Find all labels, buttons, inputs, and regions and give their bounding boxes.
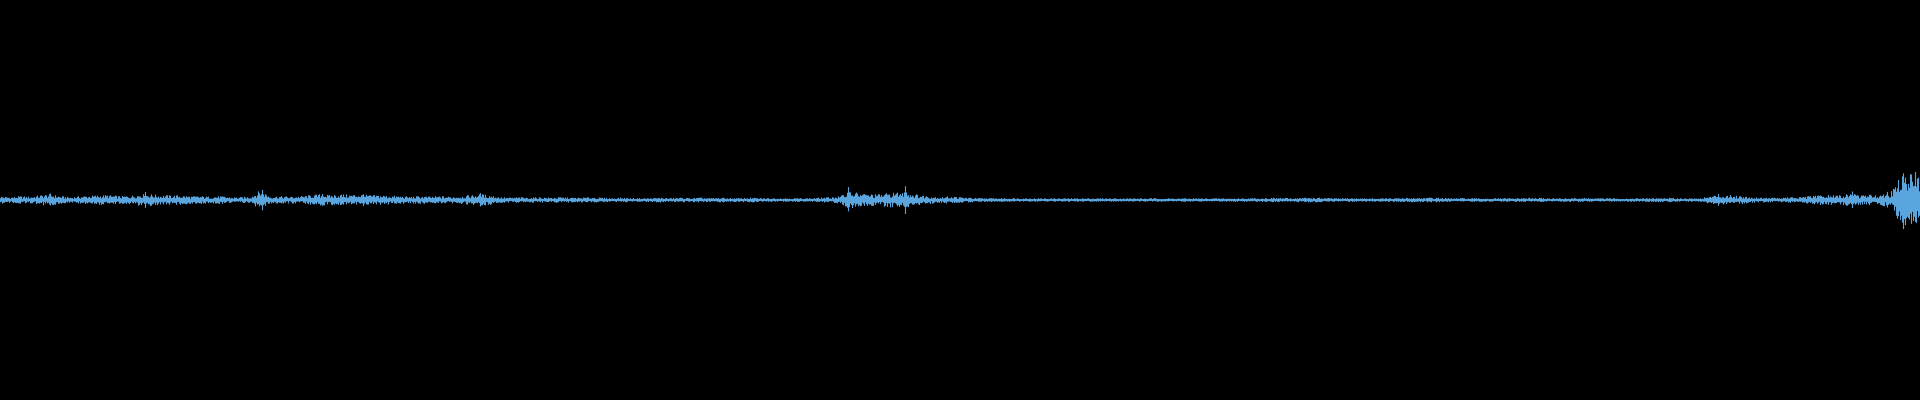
waveform-path — [0, 172, 1920, 230]
